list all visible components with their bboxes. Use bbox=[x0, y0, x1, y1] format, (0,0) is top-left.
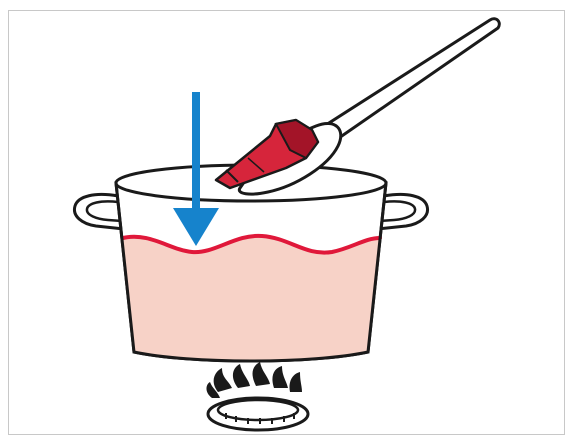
liquid-fill bbox=[123, 236, 380, 361]
gas-burner-icon bbox=[207, 362, 309, 430]
